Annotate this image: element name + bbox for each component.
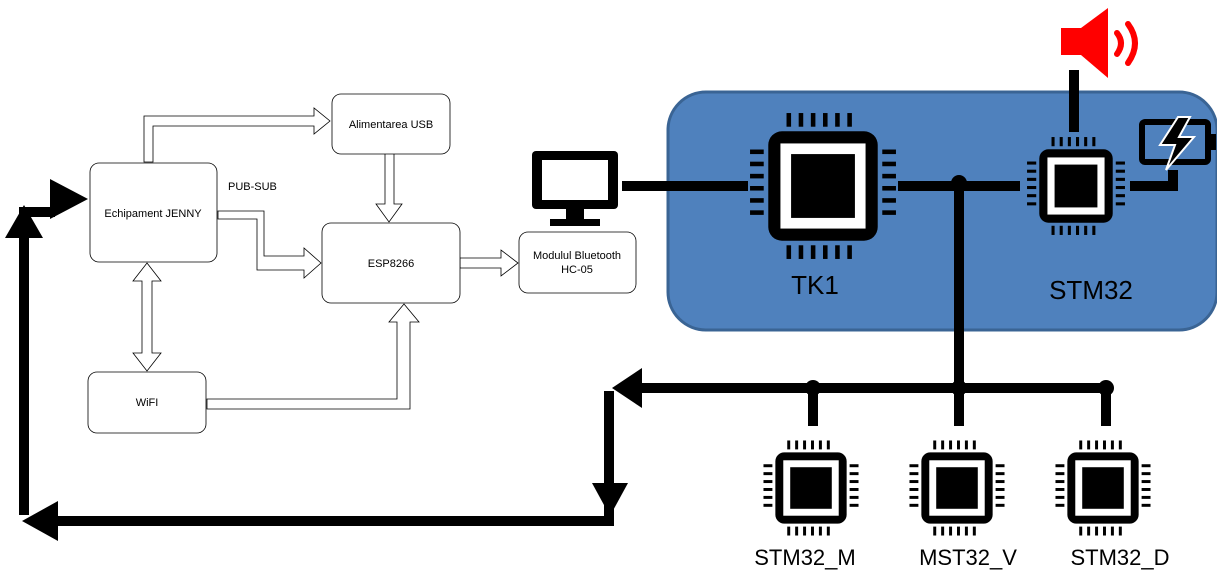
mst32-v-chip-icon — [909, 440, 1005, 536]
arrow-jenny-to-esp — [217, 210, 322, 279]
pubsub-label: PUB-SUB — [228, 181, 277, 193]
jenny-label: Echipament JENNY — [104, 208, 202, 220]
bluetooth-label-line2: HC-05 — [561, 264, 593, 276]
arrow-jenny-to-usb — [143, 107, 331, 163]
speaker-icon — [1061, 8, 1138, 78]
bus-junction-left — [805, 380, 821, 396]
stm32-m-label: STM32_M — [754, 545, 855, 570]
tk1-label: TK1 — [791, 270, 839, 300]
bluetooth-node — [518, 231, 637, 294]
arrowhead-into-jenny — [50, 179, 88, 219]
usb-power-node — [331, 93, 451, 155]
bus-junction-right — [1098, 380, 1114, 396]
usb-power-label: Alimentarea USB — [349, 119, 433, 131]
battery-charging-icon — [1139, 116, 1216, 171]
monitor-icon — [532, 151, 618, 226]
stm32-d-label: STM32_D — [1070, 545, 1169, 570]
arrow-usb-to-esp — [375, 151, 403, 223]
wifi-node — [87, 371, 207, 434]
arrow-jenny-wifi — [132, 262, 162, 372]
jenny-node — [89, 162, 218, 263]
arrow-esp-to-bluetooth — [459, 249, 519, 277]
wifi-label: WiFI — [136, 397, 159, 409]
bus-junction-mid — [951, 380, 967, 396]
arrow-wifi-to-esp — [206, 303, 420, 410]
arrowhead-bus-left — [612, 368, 642, 408]
esp-node — [321, 222, 461, 304]
stm32-main-label: STM32 — [1049, 275, 1133, 305]
arrowhead-return-left — [22, 501, 58, 541]
wire-return-path — [55, 391, 614, 526]
wire-stm32-battery — [1130, 170, 1178, 191]
arrowhead-return-up — [5, 205, 43, 238]
bluetooth-label-line1: Modulul Bluetooth — [533, 250, 621, 262]
arrowhead-return-down — [592, 483, 628, 516]
stm32-m-chip-icon — [763, 440, 859, 536]
stm32-d-chip-icon — [1055, 440, 1151, 536]
mst32-v-label: MST32_V — [919, 545, 1017, 570]
esp-label: ESP8266 — [368, 258, 414, 270]
bus-junction-top — [951, 175, 967, 191]
